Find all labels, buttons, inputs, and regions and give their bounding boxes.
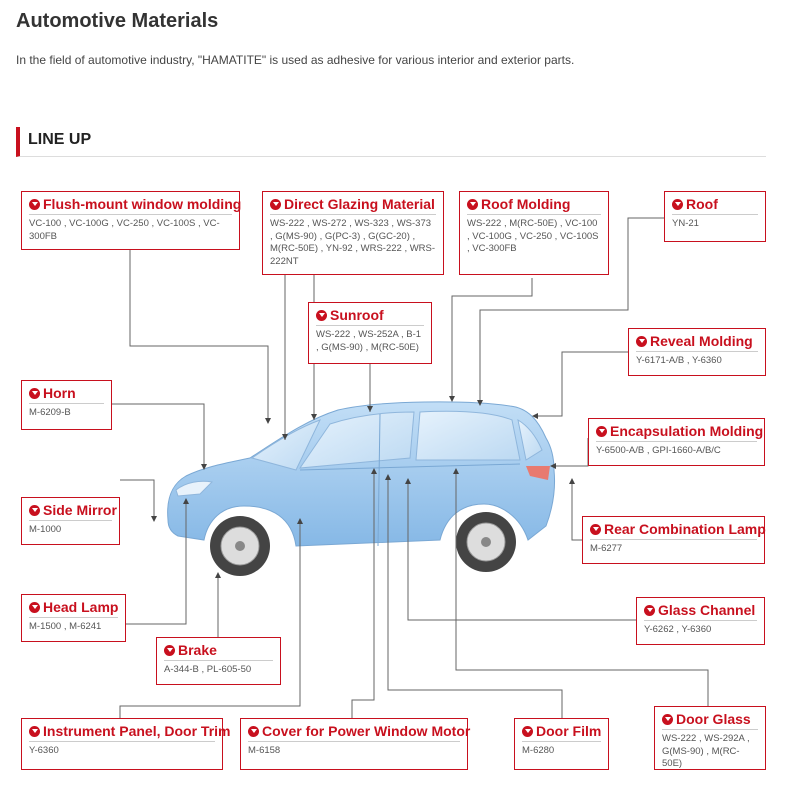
callout-title: Reveal Molding: [650, 333, 753, 349]
callout-title: Encapsulation Molding: [610, 423, 764, 439]
chevron-down-icon: [522, 725, 533, 737]
callout-roof-molding: Roof Molding WS-222 , M(RC-50E) , VC-100…: [459, 191, 609, 275]
callout-flush-mount-window-molding: Flush-mount window molding VC-100 , VC-1…: [21, 191, 242, 250]
chevron-down-icon: [662, 713, 673, 725]
callout-title: Flush-mount window molding: [43, 196, 242, 212]
callout-codes: WS-222 , WS-292A , G(MS-90) , M(RC-50E): [662, 733, 750, 769]
callout-title: Sunroof: [330, 307, 384, 323]
callout-title: Brake: [178, 642, 217, 658]
callout-title: Door Glass: [676, 711, 751, 727]
chevron-down-icon: [672, 198, 683, 210]
chevron-down-icon: [29, 198, 40, 210]
callout-door-film: Door Film M-6280: [514, 718, 609, 770]
callout-brake: Brake A-344-B , PL-605-50: [156, 637, 281, 685]
front-wheel: [210, 516, 270, 576]
callout-title: Door Film: [536, 723, 602, 739]
callout-head-lamp: Head Lamp M-1500 , M-6241: [21, 594, 126, 642]
chevron-down-icon: [590, 523, 601, 535]
callout-codes: VC-100 , VC-100G , VC-250 , VC-100S , VC…: [29, 218, 220, 242]
callout-codes: M-6209-B: [29, 407, 71, 418]
callout-codes: Y-6360: [29, 745, 59, 756]
intro-text: In the field of automotive industry, "HA…: [16, 53, 575, 67]
chevron-down-icon: [29, 504, 40, 516]
callout-title: Roof: [686, 196, 718, 212]
chevron-down-icon: [636, 335, 647, 347]
page-title: Automotive Materials: [16, 10, 219, 32]
callout-codes: M-6280: [522, 745, 555, 756]
chevron-down-icon: [29, 387, 40, 399]
callout-codes: M-1500 , M-6241: [29, 621, 102, 632]
callout-door-glass: Door Glass WS-222 , WS-292A , G(MS-90) ,…: [654, 706, 766, 770]
callout-cover-for-power-window-motor: Cover for Power Window Motor M-6158: [240, 718, 471, 770]
callout-sunroof: Sunroof WS-222 , WS-252A , B-1 , G(MS-90…: [308, 302, 432, 364]
callout-side-mirror: Side Mirror M-1000: [21, 497, 120, 545]
arrowheads: [151, 396, 575, 578]
callout-title: Cover for Power Window Motor: [262, 723, 471, 739]
callout-codes: WS-222 , WS-272 , WS-323 , WS-373 , G(MS…: [270, 218, 436, 267]
callout-title: Side Mirror: [43, 502, 117, 518]
callout-instrument-panel-door-trim: Instrument Panel, Door Trim Y-6360: [21, 718, 230, 770]
section-header: LINE UP: [16, 127, 766, 157]
callout-codes: Y-6171-A/B , Y-6360: [636, 355, 722, 366]
chevron-down-icon: [644, 604, 655, 616]
section-title: LINE UP: [28, 131, 92, 148]
callout-codes: WS-222 , WS-252A , B-1 , G(MS-90) , M(RC…: [316, 329, 422, 353]
callout-encapsulation-molding: Encapsulation Molding Y-6500-A/B , GPI-1…: [588, 418, 765, 466]
chevron-down-icon: [29, 601, 40, 613]
callout-codes: Y-6262 , Y-6360: [644, 624, 712, 635]
callout-codes: A-344-B , PL-605-50: [164, 664, 252, 675]
callout-codes: M-6158: [248, 745, 281, 756]
chevron-down-icon: [164, 644, 175, 656]
chevron-down-icon: [316, 309, 327, 321]
chevron-down-icon: [29, 725, 40, 737]
chevron-down-icon: [270, 198, 281, 210]
callout-horn: Horn M-6209-B: [21, 380, 112, 430]
callout-title: Horn: [43, 385, 76, 401]
callout-reveal-molding: Reveal Molding Y-6171-A/B , Y-6360: [628, 328, 766, 376]
chevron-down-icon: [596, 425, 607, 437]
callout-title: Direct Glazing Material: [284, 196, 435, 212]
chevron-down-icon: [248, 725, 259, 737]
callout-title: Head Lamp: [43, 599, 119, 615]
callout-codes: M-1000: [29, 524, 62, 535]
rear-wheel: [456, 512, 516, 572]
callout-glass-channel: Glass Channel Y-6262 , Y-6360: [636, 597, 765, 645]
car-illustration: [167, 401, 555, 576]
callout-codes: Y-6500-A/B , GPI-1660-A/B/C: [596, 445, 721, 456]
callout-codes: YN-21: [672, 218, 699, 229]
callout-title: Rear Combination Lamp: [604, 521, 766, 537]
callout-rear-combination-lamp: Rear Combination Lamp M-6277: [582, 516, 766, 564]
callout-roof: Roof YN-21: [664, 191, 766, 242]
callout-title: Glass Channel: [658, 602, 756, 618]
chevron-down-icon: [467, 198, 478, 210]
callout-title: Roof Molding: [481, 196, 571, 212]
callout-codes: M-6277: [590, 543, 623, 554]
callout-codes: WS-222 , M(RC-50E) , VC-100 , VC-100G , …: [467, 218, 599, 254]
callout-title: Instrument Panel, Door Trim: [43, 723, 231, 739]
callout-direct-glazing-material: Direct Glazing Material WS-222 , WS-272 …: [262, 191, 444, 275]
